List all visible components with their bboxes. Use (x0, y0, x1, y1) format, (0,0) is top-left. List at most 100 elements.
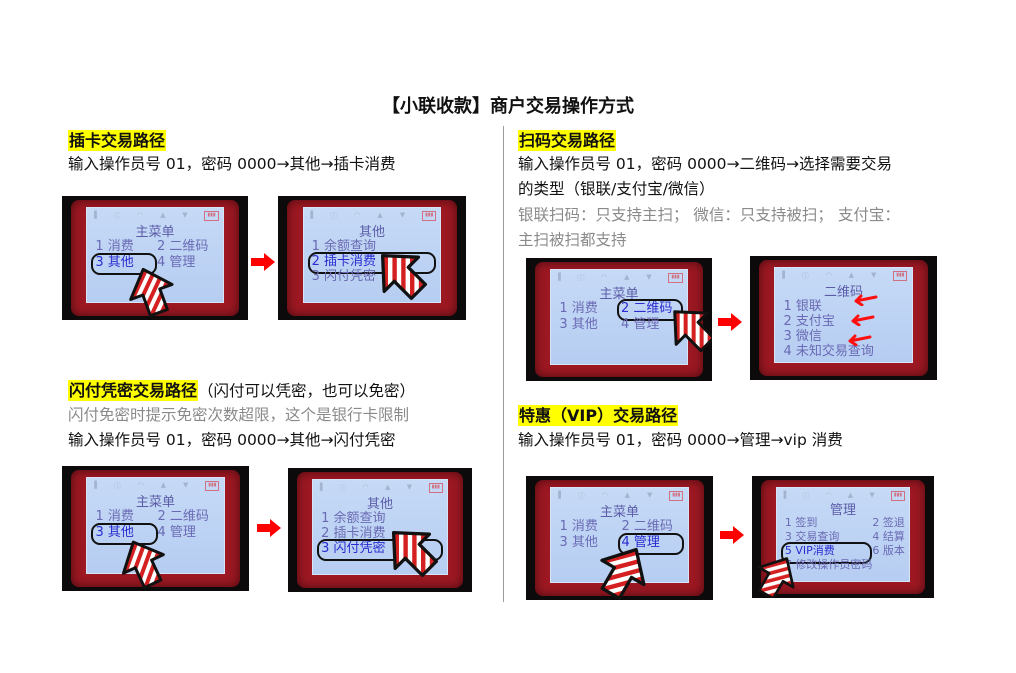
menu-item[interactable]: 1 消费 (559, 518, 598, 534)
menu-item[interactable]: 4 管理 (157, 254, 196, 270)
signal-icon: ▐ (91, 480, 97, 489)
menu-item[interactable]: 2 插卡消费 (321, 525, 386, 541)
red-mark-icon (851, 314, 875, 326)
menu-item[interactable]: 6 版本 (872, 543, 905, 557)
down-icon: ▼ (182, 210, 188, 219)
info-icon: ⓘ (113, 211, 121, 220)
menu-item[interactable]: 4 管理 (617, 532, 684, 555)
menu-item[interactable]: 4 未知交易查询 (783, 343, 874, 359)
menu-item[interactable]: 4 管理 (157, 524, 196, 540)
wifi-icon: ◠ (354, 210, 361, 219)
wifi-icon: ◠ (601, 490, 608, 499)
up-icon: ▲ (160, 210, 166, 219)
menu-item[interactable]: 2 二维码 (621, 518, 673, 534)
menu-item[interactable]: 2 支付宝 (783, 313, 835, 329)
info-icon: ⓘ (338, 483, 346, 492)
note-line: 主扫被扫都支持 (518, 231, 627, 249)
menu-item[interactable]: 1 银联 (783, 298, 822, 314)
screen-title: 管理 (829, 502, 856, 518)
wifi-icon: ◠ (137, 210, 144, 219)
menu-item[interactable]: 1 签到 (784, 515, 818, 529)
wifi-icon: ◠ (601, 272, 608, 281)
menu-item[interactable]: 2 二维码 (157, 238, 209, 254)
menu-item[interactable]: 5 VIP消费 (780, 541, 873, 564)
wifi-icon: ◠ (137, 480, 144, 489)
battery-icon: ▮▮▮ (205, 480, 220, 491)
menu-item[interactable]: 2 二维码 (617, 298, 683, 321)
menu-item[interactable]: 1 余额查询 (311, 238, 377, 254)
menu-item[interactable]: 3 闪付凭密 (311, 268, 377, 284)
menu-item[interactable]: 3 闪付凭密 (317, 538, 443, 561)
section-heading: 特惠（VIP）交易路径 (518, 405, 679, 426)
wifi-icon: ◠ (825, 270, 832, 279)
menu-list: 1 消费 2 二维码 3 其他 4 管理 (559, 298, 683, 333)
screen-title: 主菜单 (135, 494, 175, 510)
menu-item[interactable]: 1 消费 (559, 300, 598, 316)
menu-item[interactable]: 3 交易查询 (784, 529, 840, 543)
signal-icon: ▐ (555, 490, 561, 499)
menu-item[interactable]: 4 管理 (621, 316, 660, 332)
menu-item[interactable]: 2 签退 (872, 515, 905, 529)
menu-item[interactable]: 3 微信 (783, 328, 822, 344)
menu-item[interactable]: 4 结算 (872, 529, 905, 543)
screen-title: 二维码 (823, 284, 863, 300)
menu-item[interactable]: 3 其他 (91, 252, 157, 275)
menu-item[interactable]: 3 其他 (559, 316, 598, 332)
menu-item[interactable]: 2 二维码 (157, 508, 209, 524)
section-card: 插卡交易路径 (68, 127, 167, 151)
menu-item[interactable]: 3 其他 (559, 534, 598, 550)
battery-icon: ▮▮▮ (668, 272, 683, 283)
instruction-line: 输入操作员号 01，密码 0000→其他→插卡消费 (68, 155, 396, 173)
down-icon: ▼ (182, 480, 189, 489)
striped-pointer-icon (673, 310, 712, 353)
up-icon: ▲ (384, 482, 391, 491)
striped-pointer-icon (757, 557, 795, 598)
battery-icon: ▮▮▮ (890, 490, 906, 501)
signal-icon: ▐ (317, 482, 323, 491)
battery-icon: ▮▮▮ (669, 490, 684, 501)
instruction-line: 输入操作员号 01，密码 0000→其他→闪付凭密 (68, 431, 396, 449)
menu-item[interactable]: 3 其他 (91, 522, 158, 545)
info-icon: ⓘ (577, 491, 585, 500)
red-mark-icon (848, 334, 872, 346)
screen-title: 主菜单 (135, 224, 175, 240)
wifi-icon: ◠ (362, 482, 369, 491)
screen-title: 主菜单 (599, 286, 639, 302)
section-flash: 闪付凭密交易路径（闪付可以凭密，也可以免密） (68, 377, 415, 401)
flow-arrow-icon (720, 526, 744, 544)
menu-item[interactable]: 2 插卡消费 (307, 251, 437, 274)
note-line: 银联扫码：只支持主扫； 微信：只支持被扫； 支付宝： (518, 206, 900, 224)
striped-pointer-icon (380, 253, 428, 301)
signal-icon: ▐ (307, 210, 313, 219)
status-bar: ▐ⓘ◠▲▼▮▮▮ (781, 490, 906, 501)
document-title: 【小联收款】商户交易操作方式 (382, 96, 634, 117)
down-icon: ▼ (870, 270, 877, 279)
signal-icon: ▐ (555, 272, 561, 281)
menu-item[interactable]: 1 余额查询 (321, 510, 386, 526)
menu-item[interactable]: 7 修改操作员密码 (784, 557, 873, 571)
status-bar: ▐ⓘ◠▲▼▮▮▮ (555, 490, 684, 501)
wifi-icon: ◠ (825, 490, 832, 499)
up-icon: ▲ (848, 270, 855, 279)
menu-item[interactable]: 1 消费 (95, 508, 134, 524)
signal-icon: ▐ (91, 210, 97, 219)
flow-arrow-icon (257, 519, 281, 537)
section-qr: 扫码交易路径 (518, 127, 617, 151)
menu-item[interactable]: 1 消费 (95, 238, 134, 254)
up-icon: ▲ (160, 480, 167, 489)
section-heading: 扫码交易路径 (518, 130, 617, 151)
screen-title: 主菜单 (599, 504, 639, 520)
